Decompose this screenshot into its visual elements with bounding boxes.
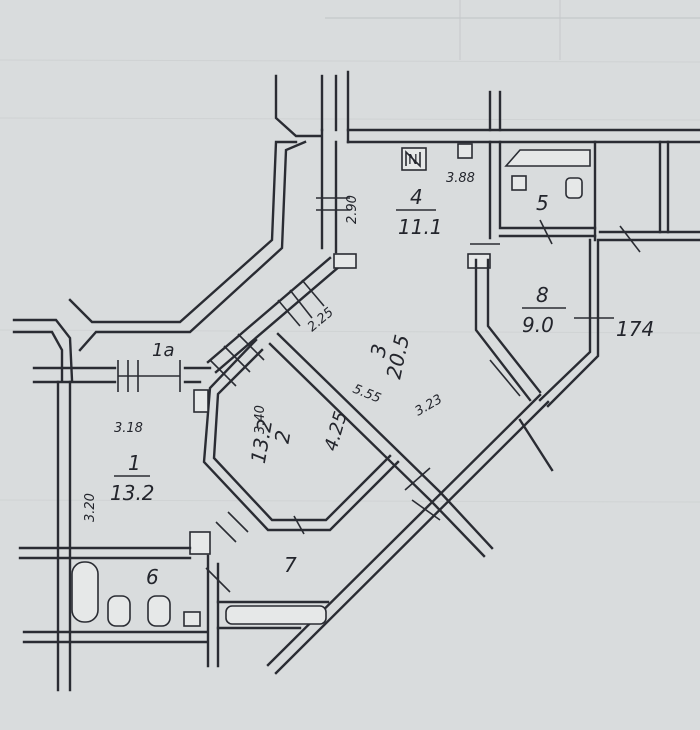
room-1a-number: 1a <box>152 340 174 361</box>
room-4-area: 11.1 <box>398 215 443 239</box>
dim-2-90: 2.90 <box>345 195 360 224</box>
door-ticks <box>117 168 641 593</box>
fixtures <box>71 143 591 627</box>
room-1-area: 13.2 <box>110 481 155 505</box>
room-7-number: 7 <box>284 553 297 577</box>
room-4-number: 4 <box>410 185 423 209</box>
walls <box>12 70 700 692</box>
room-1-number: 1 <box>128 451 141 475</box>
room-3-number: 3 <box>366 342 392 359</box>
dim-3-88: 3.88 <box>446 171 475 186</box>
dim-174: 174 <box>616 317 654 341</box>
room-5-number: 5 <box>536 191 549 215</box>
dim-3-18: 3.18 <box>114 421 143 436</box>
room-8-area: 9.0 <box>522 313 554 337</box>
dim-3-20: 3.20 <box>83 493 98 522</box>
dim-3-40: 3.40 <box>253 405 268 434</box>
room-labels: 1a 1 13.2 2 13.2 3 20.5 4 11.1 5 6 7 8 9… <box>110 185 566 589</box>
room-2-number: 2 <box>270 428 296 445</box>
room-8-number: 8 <box>536 283 549 307</box>
stair-symbol: N <box>408 153 418 168</box>
room-6-number: 6 <box>146 565 159 589</box>
